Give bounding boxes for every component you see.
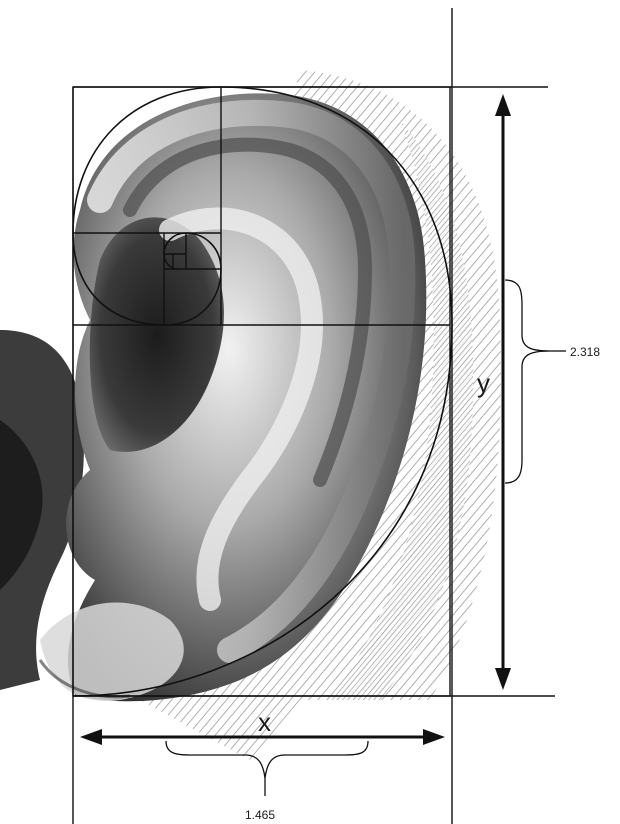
width-variable-label: x bbox=[258, 707, 271, 737]
height-variable-label: y bbox=[477, 368, 490, 398]
height-brace bbox=[505, 280, 550, 483]
width-brace bbox=[166, 741, 368, 778]
width-value-label: 1.465 bbox=[245, 808, 275, 822]
height-value-label: 2.318 bbox=[570, 345, 600, 359]
